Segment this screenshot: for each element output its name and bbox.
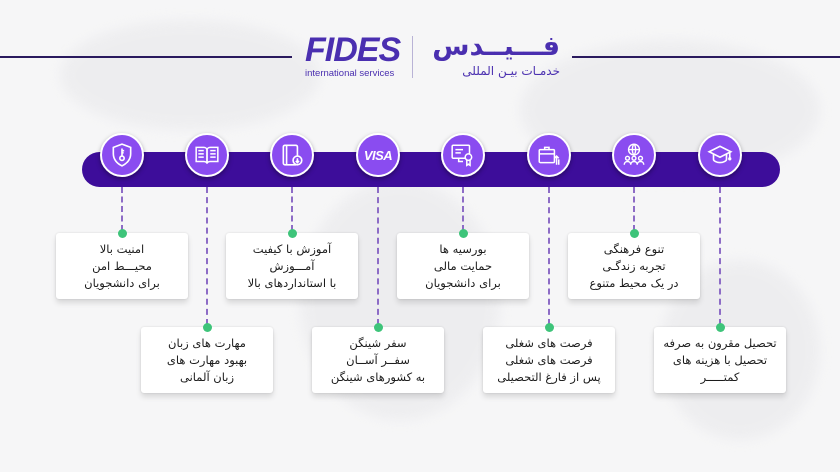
card-line: فرصت های شغلی: [505, 352, 593, 367]
feature-card-education-quality: آموزش با کیفیت آمـــوزش با استانداردهای …: [226, 233, 358, 299]
feature-icon-5: [441, 133, 485, 177]
feature-icon-3: [270, 133, 314, 177]
logo-mark: FIDES: [305, 31, 401, 69]
connector-1: [121, 187, 123, 231]
connector-dot: [288, 229, 297, 238]
feature-icon-1: [100, 133, 144, 177]
connector-2: [206, 187, 208, 325]
connector-5: [462, 187, 464, 231]
logo-subtitle: international services: [305, 68, 395, 79]
header-line-right: [572, 56, 840, 58]
connector-6: [548, 187, 550, 325]
connector-4: [377, 187, 379, 325]
feature-card-language: مهارت های زبان بهبود مهارت های زبان آلما…: [141, 327, 273, 393]
card-line: زبان آلمانی: [180, 369, 234, 384]
connector-dot: [203, 323, 212, 332]
feature-icon-6: [527, 133, 571, 177]
card-line: پس از فارغ التحصیلی: [497, 369, 601, 384]
card-line: با استانداردهای بالا: [247, 275, 337, 290]
card-title: تنوع فرهنگی: [603, 241, 665, 256]
card-line: محیـــط امن: [92, 258, 152, 273]
card-line: تجربه زندگـی: [602, 258, 666, 273]
feature-icon-4: VISA: [356, 133, 400, 177]
feature-card-culture: تنوع فرهنگی تجربه زندگـی در یک محیط متنو…: [568, 233, 700, 299]
card-line: حمایت مالی: [433, 258, 493, 273]
card-line: در یک محیط متنوع: [589, 275, 679, 290]
card-line: بهبود مهارت های: [166, 352, 248, 367]
globe-people-icon: [623, 143, 645, 165]
persian-brand-title: فـــیــدس: [432, 31, 560, 62]
card-title: تحصیل مقرون به صرفه: [663, 335, 777, 350]
card-line: آمـــوزش: [269, 258, 315, 273]
connector-dot: [459, 229, 468, 238]
connector-3: [291, 187, 293, 231]
card-title: سفر شینگن: [349, 335, 407, 350]
visa-icon: VISA: [363, 147, 393, 163]
connector-dot: [374, 323, 383, 332]
shield-key-icon: [112, 143, 132, 167]
connector-7: [633, 187, 635, 231]
header-line-left: [0, 56, 292, 58]
feature-icon-8: [698, 133, 742, 177]
connector-dot: [630, 229, 639, 238]
book-download-icon: [282, 144, 303, 166]
card-title: امنیت بالا: [99, 241, 145, 256]
card-title: آموزش با کیفیت: [252, 241, 332, 256]
world-map-background: [60, 20, 320, 130]
feature-card-jobs: فرصت های شغلی فرصت های شغلی پس از فارغ ا…: [483, 327, 615, 393]
persian-brand-subtitle: خدمـات بیـن المللی: [462, 64, 560, 78]
feature-icon-7: [612, 133, 656, 177]
persian-brand: فـــیــدس خدمـات بیـن المللی: [420, 31, 560, 79]
feature-card-schengen: سفر شینگن سفــر آســان به کشورهای شینگن: [312, 327, 444, 393]
connector-dot: [545, 323, 554, 332]
card-line: برای دانشجویان: [425, 275, 501, 290]
card-title: فرصت های شغلی: [505, 335, 593, 350]
feature-card-security: امنیت بالا محیـــط امن برای دانشجویان: [56, 233, 188, 299]
connector-dot: [716, 323, 725, 332]
logo-divider: [412, 36, 413, 78]
briefcase-growth-icon: [538, 146, 560, 165]
card-line: کمتـــــر: [700, 369, 740, 384]
card-line: تحصیل با هزینه های: [672, 352, 768, 367]
graduation-cap-icon: [707, 145, 733, 164]
open-book-icon: [195, 146, 219, 164]
feature-icon-2: [185, 133, 229, 177]
feature-card-scholarship: بورسیه ها حمایت مالی برای دانشجویان: [397, 233, 529, 299]
card-title: بورسیه ها: [439, 241, 487, 256]
connector-dot: [118, 229, 127, 238]
connector-8: [719, 187, 721, 325]
card-line: برای دانشجویان: [84, 275, 160, 290]
card-line: به کشورهای شینگن: [330, 369, 426, 384]
card-line: سفــر آســان: [346, 352, 410, 367]
card-title: مهارت های زبان: [168, 335, 246, 350]
feature-card-affordable: تحصیل مقرون به صرفه تحصیل با هزینه های ک…: [654, 327, 786, 393]
certificate-monitor-icon: [451, 144, 473, 167]
fides-logo: FIDES international services: [305, 33, 405, 83]
